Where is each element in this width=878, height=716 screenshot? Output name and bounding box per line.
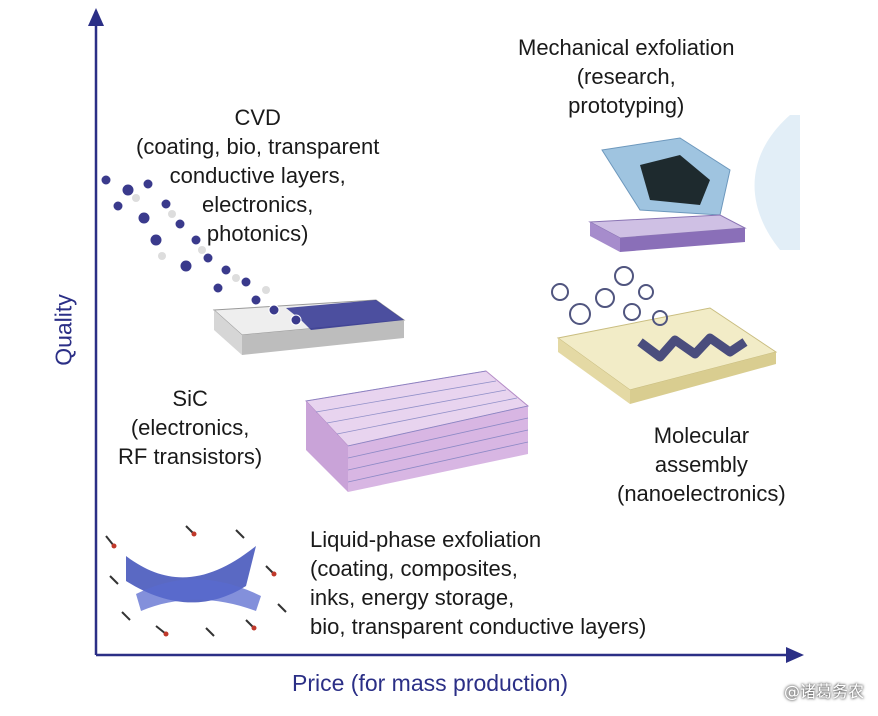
sic-lattice-illustration <box>304 370 530 492</box>
watermark: @诸葛务农 <box>783 682 864 701</box>
molecular-assembly-illustration <box>551 266 778 404</box>
mechanical-exfoliation-label: Mechanical exfoliation (research, protot… <box>518 35 735 118</box>
liquid-phase-exfoliation-label: Liquid-phase exfoliation (coating, compo… <box>310 527 647 639</box>
cvd-label: CVD (coating, bio, transparent conductiv… <box>136 105 380 246</box>
mechanical-exfoliation-illustration <box>588 115 800 252</box>
y-axis-arrowhead <box>88 8 104 26</box>
x-axis-arrowhead <box>786 647 804 663</box>
x-axis-title: Price (for mass production) <box>292 670 569 696</box>
liquid-phase-illustration <box>105 525 287 637</box>
y-axis-title: Quality <box>50 294 77 366</box>
cvd-illustration <box>100 174 406 355</box>
molecular-assembly-label: Molecular assembly (nanoelectronics) <box>617 423 786 506</box>
sic-label: SiC (electronics, RF transistors) <box>118 386 263 469</box>
